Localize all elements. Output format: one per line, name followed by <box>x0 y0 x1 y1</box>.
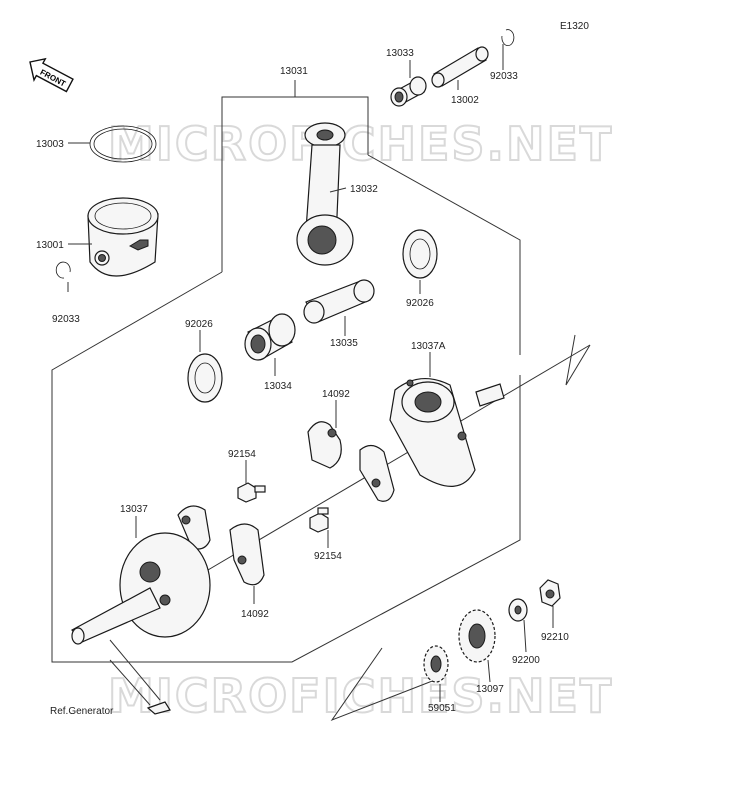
spacer-right <box>307 421 395 502</box>
label-14092-left: 14092 <box>241 609 269 620</box>
thrust-washer-right <box>402 229 438 279</box>
ref-generator-pointer <box>109 639 171 715</box>
assembly-outline <box>51 80 591 722</box>
label-59051: 59051 <box>428 703 456 714</box>
watermark-bottom: MICROFICHES.NET <box>108 669 613 723</box>
needle-bearing <box>244 313 296 361</box>
label-13097: 13097 <box>476 684 504 695</box>
crank-pin <box>303 279 375 324</box>
crank-gear <box>458 609 496 663</box>
front-arrow-icon: FRONT <box>29 57 74 93</box>
label-13031: 13031 <box>280 66 308 77</box>
piston-ring <box>89 125 157 163</box>
thrust-washer-left <box>187 353 223 403</box>
label-13002: 13002 <box>451 95 479 106</box>
label-92210: 92210 <box>541 632 569 643</box>
label-92154-lower: 92154 <box>314 551 342 562</box>
watermark-top: MICROFICHES.NET <box>108 117 613 171</box>
label-13001: 13001 <box>36 240 64 251</box>
nut <box>539 579 561 607</box>
label-92200: 92200 <box>512 655 540 666</box>
label-13003: 13003 <box>36 139 64 150</box>
label-ref-generator: Ref.Generator <box>50 706 114 717</box>
circlip-top <box>501 29 515 46</box>
leader-lines <box>67 44 554 702</box>
label-13035: 13035 <box>330 338 358 349</box>
piston-pin <box>431 46 489 88</box>
small-gear <box>423 645 449 683</box>
crankshaft-half-left <box>71 532 211 645</box>
label-13032: 13032 <box>350 184 378 195</box>
needle-bearing-top <box>390 76 427 107</box>
piston <box>87 197 159 277</box>
label-92033-top: 92033 <box>490 71 518 82</box>
crankshaft-half-right <box>389 378 505 487</box>
spacer-left <box>177 505 265 586</box>
label-13037: 13037 <box>120 504 148 515</box>
bolt-lower <box>309 507 329 533</box>
label-92026-left: 92026 <box>185 319 213 330</box>
bolt-upper <box>237 482 266 503</box>
label-92154-upper: 92154 <box>228 449 256 460</box>
label-92033-lower: 92033 <box>52 314 80 325</box>
washer <box>508 598 528 622</box>
diagram-code: E1320 <box>560 21 589 32</box>
label-13033: 13033 <box>386 48 414 59</box>
circlip-lower <box>55 261 71 279</box>
label-13037A: 13037A <box>411 341 446 352</box>
connecting-rod <box>296 122 354 266</box>
part-labels: 13031 13033 92033 13002 13003 13032 1300… <box>36 48 569 717</box>
label-92026-right: 92026 <box>406 298 434 309</box>
label-13034: 13034 <box>264 381 292 392</box>
label-14092-right: 14092 <box>322 389 350 400</box>
